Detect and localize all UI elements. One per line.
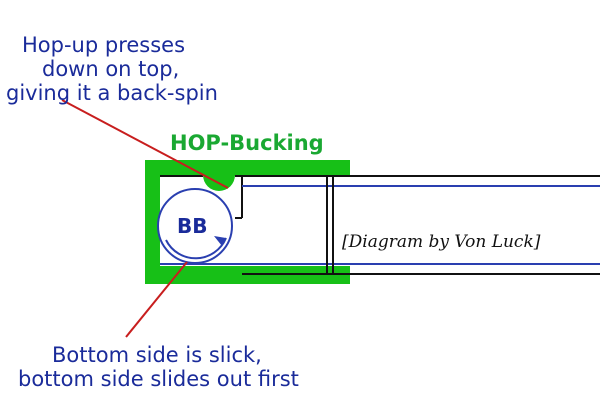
bb-label: BB [177,214,208,238]
bb-pellet [157,188,233,264]
chamber-outline [235,176,243,219]
top-note-line-3: giving it a back-spin [6,81,218,105]
bottom-note-line-2: bottom side slides out first [18,367,299,391]
hop-bucking-shape [145,160,350,284]
bottom-note-line-1: Bottom side is slick, [52,343,262,367]
credit-text: [Diagram by Von Luck] [342,232,541,252]
top-note-line-1: Hop-up presses [22,33,185,57]
barrel [160,175,600,275]
spin-arrow-icon [165,236,227,260]
top-pointer-line [61,99,229,189]
hop-bucking-label: HOP-Bucking [170,131,324,155]
top-note-line-2: down on top, [42,57,179,81]
bottom-pointer-line [125,261,188,338]
